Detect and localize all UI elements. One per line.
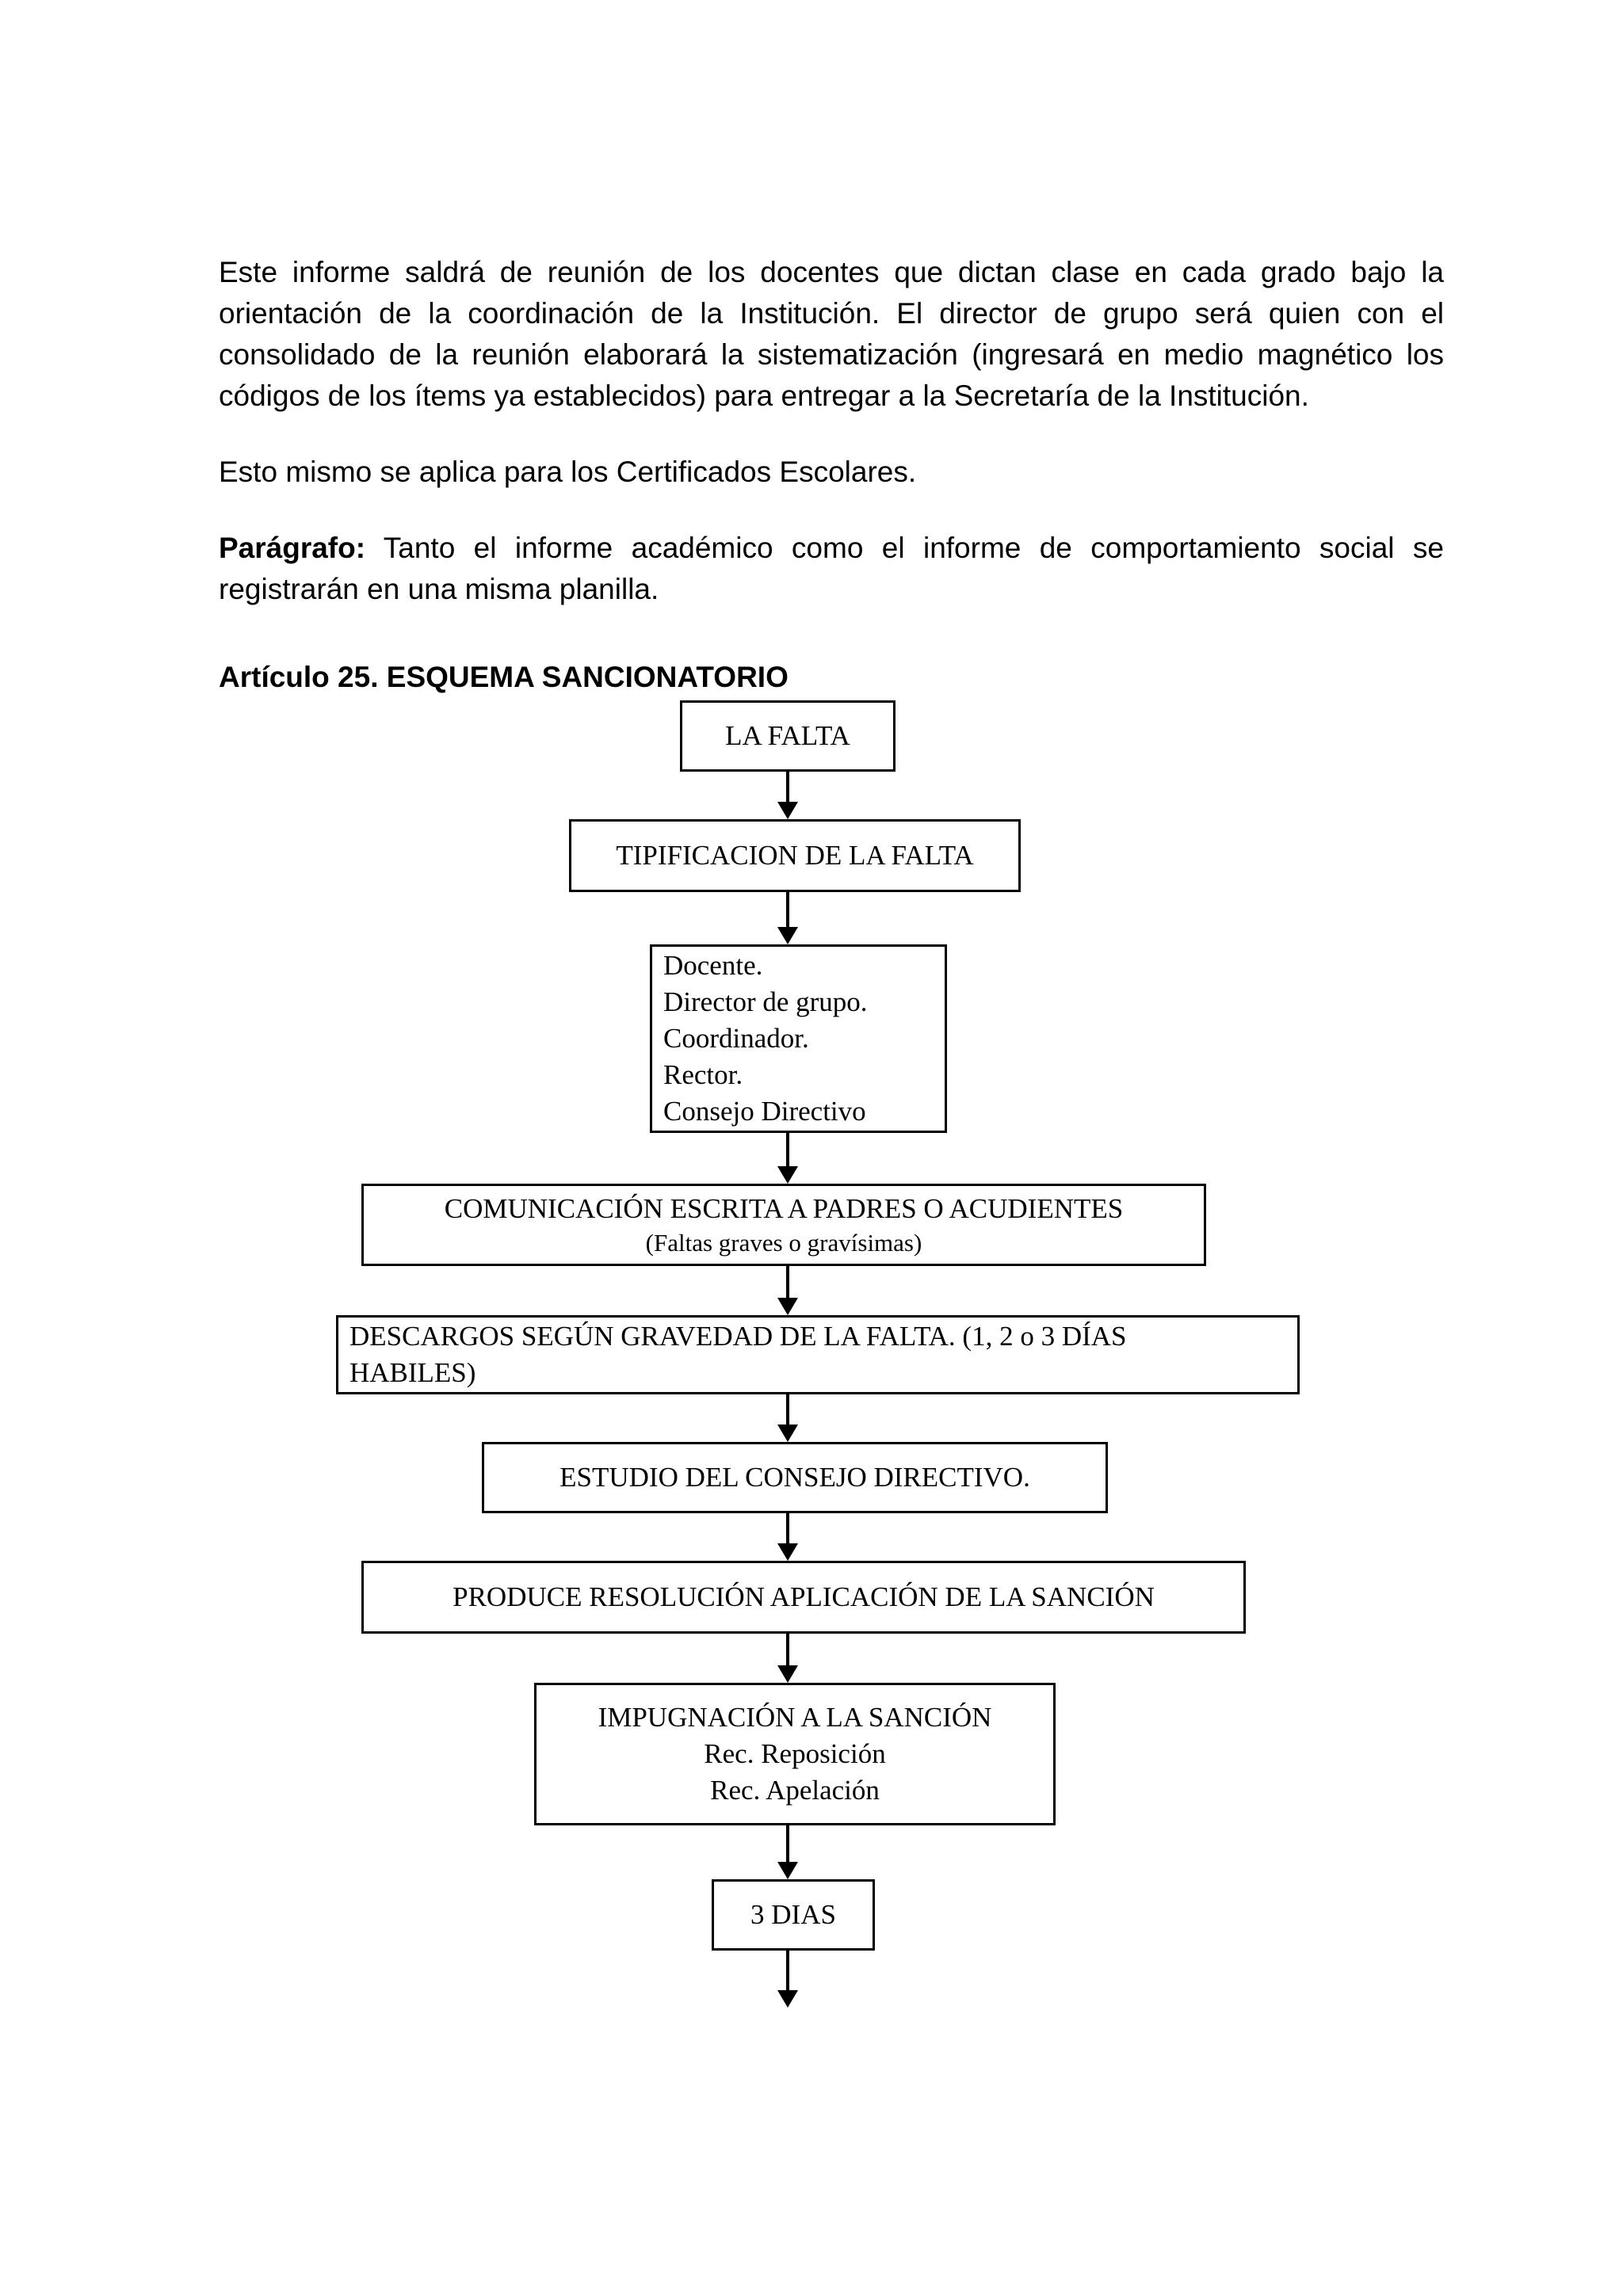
paragraph-informe: Este informe saldrá de reunión de los do…: [219, 256, 1444, 412]
connector-stem: [786, 1133, 789, 1168]
flow-node-la-falta: LA FALTA: [680, 700, 896, 772]
connector-estudio-to-resolucion: [777, 1513, 798, 1561]
document-text-block: Este informe saldrá de reunión de los do…: [219, 252, 1444, 697]
connector-arrowhead: [777, 1990, 798, 2008]
connector-stem: [786, 1266, 789, 1299]
article-25-heading: Artículo 25. ESQUEMA SANCIONATORIO: [219, 661, 789, 693]
connector-comunicacion-to-descargos: [777, 1266, 798, 1315]
flow-node-estudio-consejo: ESTUDIO DEL CONSEJO DIRECTIVO.: [482, 1442, 1108, 1513]
flow-node-line: ESTUDIO DEL CONSEJO DIRECTIVO.: [559, 1462, 1030, 1493]
connector-tipificacion-to-responsables: [777, 892, 798, 944]
connector-la-falta-to-tipificacion: [777, 772, 798, 819]
connector-stem: [786, 1394, 789, 1426]
connector-arrowhead: [777, 1425, 798, 1442]
paragraph-certificados: Esto mismo se aplica para los Certificad…: [219, 456, 917, 488]
flow-node-tipificacion: TIPIFICACION DE LA FALTA: [569, 819, 1021, 892]
connector-descargos-to-estudio: [777, 1394, 798, 1442]
flow-node-line: Rector.: [663, 1059, 743, 1090]
connector-arrowhead: [777, 802, 798, 819]
connector-stem: [786, 1825, 789, 1863]
connector-stem: [786, 1634, 789, 1667]
flow-node-line: Consejo Directivo: [663, 1096, 866, 1127]
connector-arrowhead: [777, 1166, 798, 1184]
flow-node-line: Docente.: [663, 950, 763, 981]
connector-stem: [786, 772, 789, 803]
connector-arrowhead: [777, 1862, 798, 1879]
flow-node-line: IMPUGNACIÓN A LA SANCIÓN: [598, 1702, 992, 1733]
heading-spacer: [219, 645, 1444, 658]
connector-arrowhead: [777, 927, 798, 944]
connector-arrowhead: [777, 1665, 798, 1683]
paragrafo-label: Parágrafo:: [219, 532, 366, 564]
flow-node-line: Rec. Apelación: [710, 1775, 880, 1806]
connector-resolucion-to-impugnacion: [777, 1634, 798, 1683]
connector-tres-dias-to-continuation: [777, 1951, 798, 2008]
flow-node-line: DESCARGOS SEGÚN GRAVEDAD DE LA FALTA. (1…: [349, 1321, 1127, 1352]
flow-node-line: HABILES): [349, 1357, 476, 1388]
paragraph-paragrafo: Parágrafo: Tanto el informe académico co…: [219, 528, 1444, 610]
flow-node-line: Director de grupo.: [663, 986, 868, 1017]
flow-node-line: Rec. Reposición: [704, 1738, 886, 1769]
flow-node-line: COMUNICACIÓN ESCRITA A PADRES O ACUDIENT…: [444, 1193, 1124, 1224]
flow-node-comunicacion: COMUNICACIÓN ESCRITA A PADRES O ACUDIENT…: [361, 1184, 1206, 1266]
paragrafo-body: Tanto el informe académico como el infor…: [219, 532, 1444, 605]
flow-node-produce-resolucion: PRODUCE RESOLUCIÓN APLICACIÓN DE LA SANC…: [361, 1561, 1246, 1634]
flow-node-line: 3 DIAS: [750, 1899, 836, 1930]
connector-responsables-to-comunicacion: [777, 1133, 798, 1184]
flow-node-tres-dias: 3 DIAS: [712, 1879, 875, 1951]
flow-node-impugnacion: IMPUGNACIÓN A LA SANCIÓN Rec. Reposición…: [534, 1683, 1056, 1825]
connector-impugnacion-to-tres-dias: [777, 1825, 798, 1879]
connector-arrowhead: [777, 1543, 798, 1561]
connector-arrowhead: [777, 1298, 798, 1315]
flow-node-line: PRODUCE RESOLUCIÓN APLICACIÓN DE LA SANC…: [453, 1581, 1155, 1612]
connector-stem: [786, 892, 789, 929]
flow-node-line: TIPIFICACION DE LA FALTA: [616, 840, 974, 871]
flow-node-line: (Faltas graves o gravísimas): [645, 1229, 922, 1257]
connector-stem: [786, 1951, 789, 1992]
connector-stem: [786, 1513, 789, 1545]
flow-node-line: Coordinador.: [663, 1023, 809, 1054]
flow-node-line: LA FALTA: [725, 720, 850, 751]
flow-node-responsables: Docente. Director de grupo. Coordinador.…: [650, 944, 947, 1133]
flow-node-descargos: DESCARGOS SEGÚN GRAVEDAD DE LA FALTA. (1…: [336, 1315, 1300, 1394]
